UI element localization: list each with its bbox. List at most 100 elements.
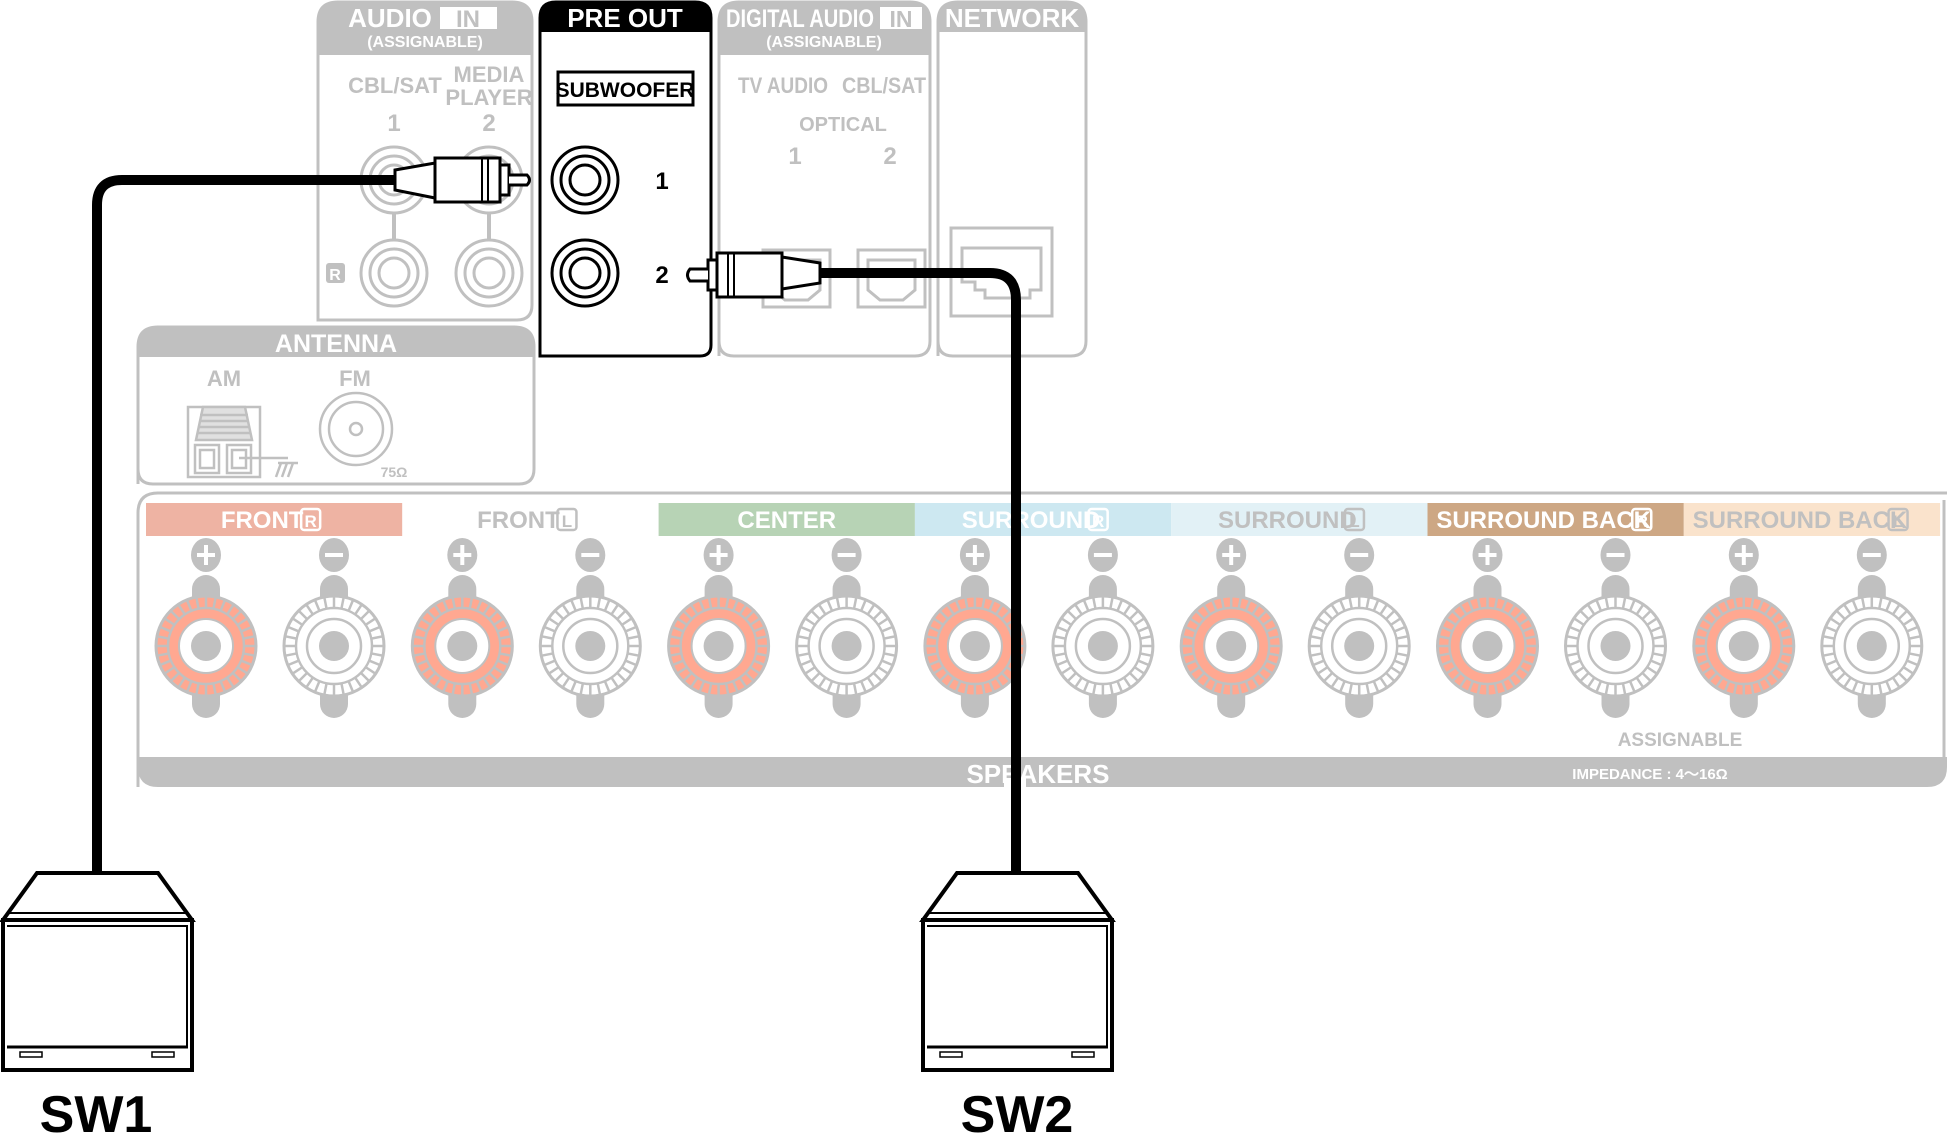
positive-binding-post[interactable] [667,538,771,718]
right-channel-mark-bg [326,263,345,283]
audio-in-badge: IN [456,6,480,33]
am-label: AM [207,366,241,391]
right-channel-mark: R [329,267,341,284]
optical-label: OPTICAL [799,114,887,136]
channel-label: SURROUND [962,507,1101,534]
audio-in-title: AUDIO [348,3,432,33]
assignable-label: ASSIGNABLE [1618,730,1743,751]
positive-binding-post[interactable] [154,538,258,718]
audio-in-subtitle: (ASSIGNABLE) [367,34,483,51]
negative-binding-post[interactable] [1307,538,1411,718]
digital-audio-subtitle: (ASSIGNABLE) [766,34,882,51]
subwoofer-jack-2[interactable] [550,238,620,308]
subwoofer-sw2-label: SW2 [961,1086,1074,1144]
subwoofer-label: SUBWOOFER [556,79,695,102]
channel-side-badge [1887,507,1909,532]
audio-in-jack-1r[interactable] [359,238,429,308]
rca-plug-2[interactable] [686,251,822,299]
channel-band [146,503,403,536]
network-panel: NETWORK [936,0,1088,358]
cable-sw2 [686,251,1021,873]
channel-label: FRONT [221,507,304,534]
positive-binding-post[interactable] [1692,538,1796,718]
speaker-binding-posts [154,538,1924,718]
speakers-title: SPEAKERS [966,759,1109,789]
digital-audio-badge-bg [880,7,922,29]
channel-side-mark: L [1893,512,1903,531]
impedance-label: IMPEDANCE : 4～16Ω [1572,766,1727,783]
channel-label: CENTER [737,507,836,534]
channel-side-badge [1087,507,1109,532]
digital-audio-col1-number: 1 [788,143,801,170]
audio-in-col2-label-line2: PLAYER [445,85,532,110]
subwoofer-jack-2-label: 2 [655,262,668,289]
pre-out-title: PRE OUT [567,3,683,33]
audio-in-badge-bg [440,7,497,29]
positive-binding-post[interactable] [923,538,1027,718]
channel-label: SURROUND BACK [1436,507,1651,534]
audio-in-col2-label-line1: MEDIA [454,62,525,87]
channel-side-badge [1343,507,1366,532]
audio-in-jack-2r[interactable] [454,238,524,308]
audio-in-col2-number: 2 [482,110,495,137]
fm-impedance-label: 75Ω [381,464,408,480]
fm-label: FM [339,366,371,391]
channel-band [1171,503,1428,536]
digital-audio-badge: IN [890,6,913,32]
negative-binding-post[interactable] [538,538,642,718]
subwoofer-sw1: SW1 [0,871,196,1144]
channel-side-badge [299,507,322,532]
network-title: NETWORK [945,3,1080,33]
channel-band [402,503,659,536]
audio-in-col1-number: 1 [387,110,400,137]
channel-side-mark: R [305,512,317,531]
antenna-panel: ANTENNA AM FM 75Ω [136,325,536,486]
channel-label: SURROUND BACK [1693,507,1908,534]
rca-plug-1[interactable] [393,156,531,204]
channel-side-mark: L [1349,512,1359,531]
channel-label: FRONT [477,507,560,534]
subwoofer-jack-1-label: 1 [655,168,668,195]
negative-binding-post[interactable] [282,538,386,718]
digital-audio-col1-label: TV AUDIO [738,73,828,98]
channel-band [914,503,1172,536]
negative-binding-post[interactable] [1564,538,1667,718]
audio-in-panel: AUDIO IN (ASSIGNABLE) CBL/SAT MEDIA PLAY… [316,0,534,322]
positive-binding-post[interactable] [1436,538,1539,718]
optical-jack-2[interactable] [856,248,927,309]
negative-binding-post[interactable] [1051,538,1155,718]
fm-antenna-jack[interactable] [318,391,394,467]
digital-audio-panel: DIGITAL AUDIO IN (ASSIGNABLE) TV AUDIO C… [717,0,932,358]
speaker-channel-center: CENTER [658,503,915,536]
digital-audio-col2-label: CBL/SAT [842,73,926,98]
negative-binding-post[interactable] [1820,538,1924,718]
channel-label: SURROUND [1218,507,1357,534]
antenna-title: ANTENNA [275,330,397,358]
negative-binding-post[interactable] [795,538,899,718]
subwoofer-label-box [556,70,695,107]
channel-side-mark: L [562,512,572,531]
subwoofer-sw1-label: SW1 [40,1086,153,1144]
am-antenna-terminal[interactable] [186,405,298,479]
channel-side-badge [1631,507,1653,532]
subwoofer-sw2: SW2 [919,871,1116,1144]
audio-in-col1-label: CBL/SAT [348,73,442,98]
cable-sw1 [92,156,531,873]
channel-side-mark: R [1636,512,1648,531]
subwoofer-jack-1[interactable] [550,145,620,215]
digital-audio-title: DIGITAL AUDIO [726,5,874,33]
channel-band [658,503,915,536]
positive-binding-post[interactable] [410,538,514,718]
channel-side-badge [556,507,578,532]
positive-binding-post[interactable] [1179,538,1283,718]
pre-out-panel: PRE OUT SUBWOOFER 1 2 [538,0,713,358]
channel-side-mark: R [1092,512,1104,531]
